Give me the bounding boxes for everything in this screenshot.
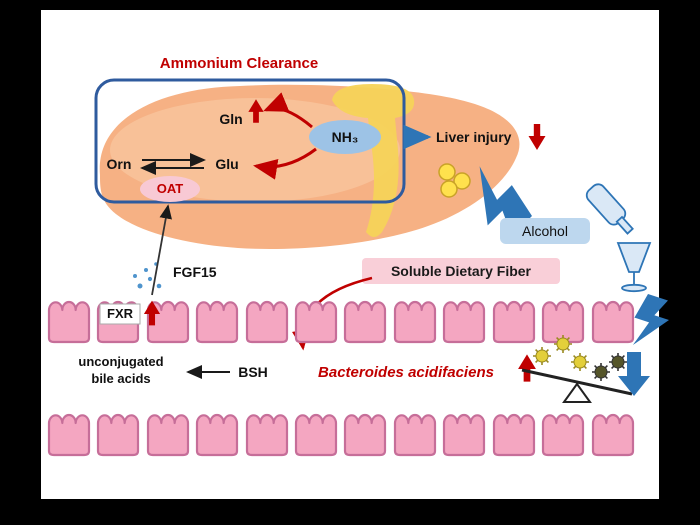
nh3-to-glu-arrow (253, 147, 317, 180)
nh3-ellipse (309, 120, 381, 154)
epithelial-cell (245, 413, 289, 457)
harmful-microbe-icon (591, 362, 611, 382)
soluble-dietary-fiber-label: Soluble Dietary Fiber (391, 263, 532, 279)
epithelial-cell (492, 413, 536, 457)
alcohol-badge (500, 218, 590, 244)
fxr-to-oat-arrow (151, 204, 172, 296)
orn-label: Orn (107, 156, 132, 172)
ammonium-clearance-title: Ammonium Clearance (160, 55, 318, 72)
bottle-and-glass-icon (585, 183, 652, 293)
epithelial-cell (96, 413, 140, 457)
oat-label: OAT (157, 181, 184, 196)
epithelial-cell (195, 300, 239, 344)
gln-label: Gln (219, 111, 242, 127)
epithelial-cell (47, 413, 91, 457)
ammonium-pathway: NH₃ Gln Orn Glu OAT (107, 92, 381, 202)
oat-ellipse (140, 176, 200, 202)
epithelial-cell (541, 413, 585, 457)
beneficial-microbe-icon (532, 346, 552, 366)
bsh-label: BSH (238, 364, 268, 380)
nh3-to-gln-arrow (263, 92, 313, 129)
epithelial-cell (442, 300, 486, 344)
lipid-droplets-icon (438, 163, 471, 198)
unconjugated-label-line1: unconjugated (78, 354, 163, 369)
beneficial-microbe-icon (570, 352, 590, 372)
microbe-decrease-arrow-icon (618, 352, 650, 396)
epithelial-cell (591, 300, 635, 344)
bacteroides-label: Bacteroides acidifaciens (318, 364, 494, 381)
epithelial-cell (195, 413, 239, 457)
epithelial-cell (591, 413, 635, 457)
epithelial-cell (146, 413, 190, 457)
unconjugated-label-line2: bile acids (91, 371, 150, 386)
nh3-label: NH₃ (332, 129, 359, 145)
harmful-microbe-icon (608, 352, 628, 372)
glu-label: Glu (215, 156, 238, 172)
epithelial-cell (245, 300, 289, 344)
epithelial-cell (393, 300, 437, 344)
fxr-badge (99, 303, 141, 325)
epithelial-cell (294, 300, 338, 344)
fgf15-label: FGF15 (173, 264, 217, 280)
epithelial-cell (492, 300, 536, 344)
liver-injury-label: Liver injury (436, 129, 512, 145)
epithelial-cell (393, 413, 437, 457)
alcohol-label: Alcohol (522, 223, 568, 239)
epithelial-cell (294, 413, 338, 457)
seesaw-balance-icon (521, 334, 633, 403)
fiber-badge (362, 258, 560, 284)
epithelial-cell (343, 413, 387, 457)
beneficial-microbe-icon (553, 334, 573, 354)
epithelial-cell (442, 413, 486, 457)
fxr-label: FXR (107, 306, 134, 321)
epithelial-cell (47, 300, 91, 344)
epithelial-cell (343, 300, 387, 344)
